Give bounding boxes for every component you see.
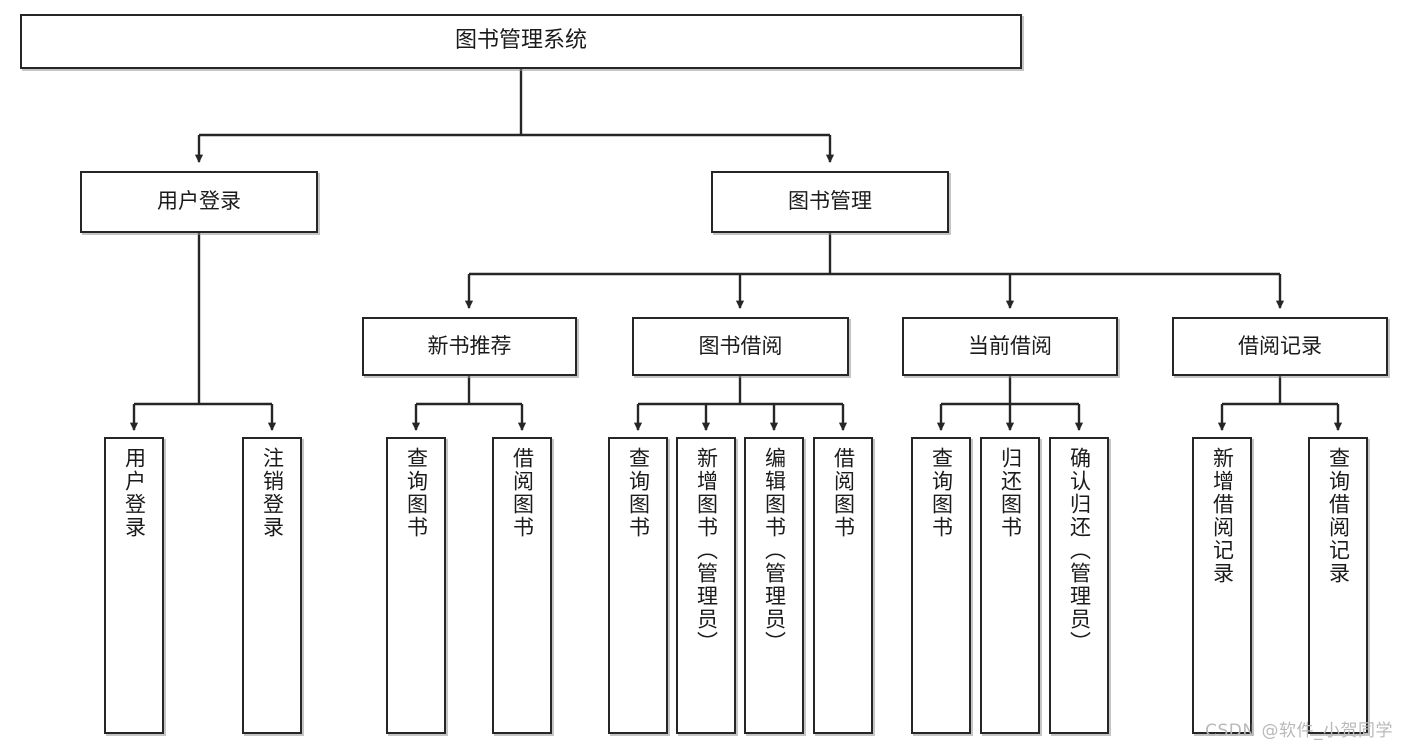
node-leaf-query-book-3[interactable]: 查询图书: [911, 437, 971, 734]
node-label: 用户登录: [157, 189, 241, 214]
node-label: 归还图书: [998, 447, 1023, 539]
node-label: 用户登录: [122, 447, 147, 539]
node-leaf-edit-book[interactable]: 编辑图书（管理员）: [744, 437, 804, 734]
node-leaf-borrow-book-2[interactable]: 借阅图书: [813, 437, 873, 734]
node-user-login[interactable]: 用户登录: [80, 171, 318, 233]
node-book-management[interactable]: 图书管理: [711, 171, 949, 233]
watermark-text: CSDN @软件_小贺同学: [1205, 721, 1393, 741]
node-root-book-management-system[interactable]: 图书管理系统: [20, 14, 1022, 69]
node-label: 新增借阅记录: [1210, 447, 1235, 585]
node-label: 借阅记录: [1238, 333, 1322, 358]
node-leaf-confirm-return[interactable]: 确认归还（管理员）: [1049, 437, 1109, 734]
node-leaf-query-borrow-record[interactable]: 查询借阅记录: [1308, 437, 1368, 734]
node-new-book-recommend[interactable]: 新书推荐: [362, 317, 577, 376]
node-leaf-add-book[interactable]: 新增图书（管理员）: [676, 437, 736, 734]
node-label: 图书管理: [788, 189, 872, 214]
node-label: 当前借阅: [968, 333, 1052, 358]
node-label: 借阅图书: [831, 447, 856, 539]
node-leaf-borrow-book-1[interactable]: 借阅图书: [492, 437, 552, 734]
node-label: 确认归还（管理员）: [1067, 447, 1092, 654]
node-label: 图书借阅: [698, 333, 783, 358]
node-leaf-logout-login[interactable]: 注销登录: [242, 437, 302, 734]
node-label: 图书管理系统: [454, 28, 587, 54]
node-book-borrow[interactable]: 图书借阅: [632, 317, 849, 376]
node-label: 查询图书: [404, 447, 429, 539]
node-label: 查询图书: [626, 447, 651, 539]
node-label: 查询图书: [929, 447, 954, 539]
node-label: 借阅图书: [510, 447, 535, 539]
node-borrow-record[interactable]: 借阅记录: [1172, 317, 1388, 376]
node-leaf-query-book-1[interactable]: 查询图书: [386, 437, 446, 734]
node-leaf-add-borrow-record[interactable]: 新增借阅记录: [1192, 437, 1252, 734]
node-leaf-user-login[interactable]: 用户登录: [104, 437, 164, 734]
node-leaf-query-book-2[interactable]: 查询图书: [608, 437, 668, 734]
node-current-borrow[interactable]: 当前借阅: [902, 317, 1118, 376]
node-label: 编辑图书（管理员）: [762, 447, 787, 654]
node-leaf-return-book[interactable]: 归还图书: [980, 437, 1040, 734]
node-label: 查询借阅记录: [1326, 447, 1351, 585]
node-label: 新书推荐: [427, 333, 512, 358]
node-label: 注销登录: [260, 447, 285, 539]
node-label: 新增图书（管理员）: [694, 447, 719, 654]
